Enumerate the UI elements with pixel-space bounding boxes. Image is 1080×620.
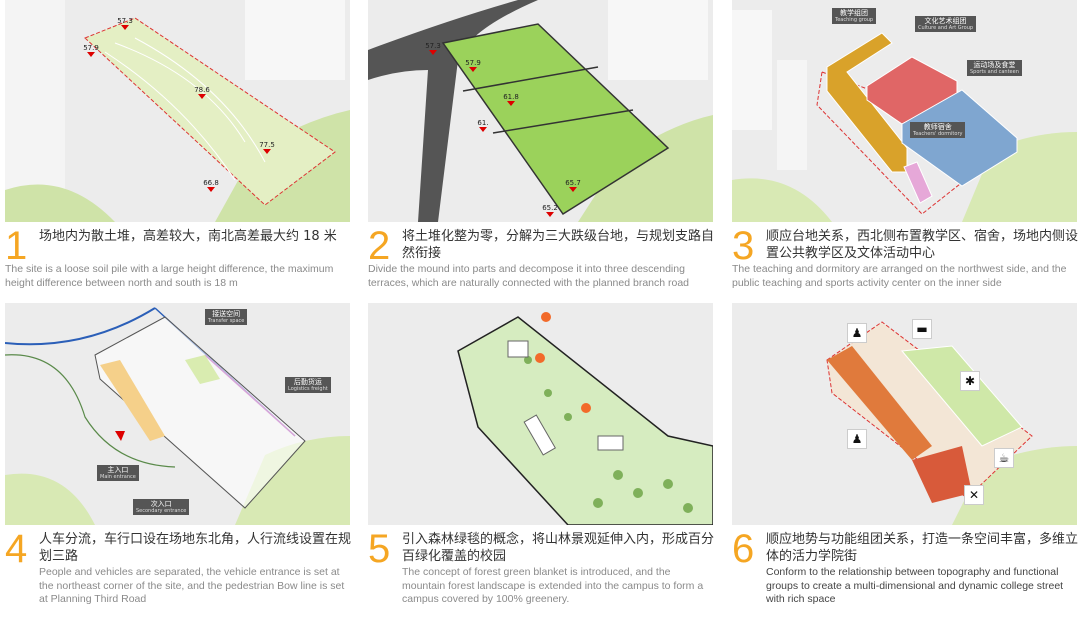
caption-en: The concept of forest green blanket is i… (402, 566, 704, 605)
elevation-marker: 57.9 (463, 59, 483, 72)
site-illustration (5, 0, 350, 222)
site-illustration (826, 321, 1077, 525)
caption-en: The teaching and dormitory are arranged … (732, 263, 1067, 289)
group-icon: ♟ (847, 429, 867, 449)
fitness-icon: ▬ (912, 319, 932, 339)
step-number: 5 (368, 527, 391, 571)
site-illustration (5, 307, 350, 525)
terrace-diagram: 57.3 57.9 61.8 61. 65.7 65.2 (368, 0, 713, 222)
step-number: 1 (5, 224, 28, 268)
site-illustration (732, 10, 1077, 222)
elevation-marker: 61.8 (501, 93, 521, 106)
college-street-diagram: ♟ ▬ ✱ ♟ ☕ ✕ (732, 303, 1077, 525)
site-illustration (368, 0, 713, 222)
coffee-icon: ☕ (994, 448, 1014, 468)
elevation-marker: 57.3 (423, 42, 443, 55)
forest-blanket-diagram (368, 303, 713, 525)
elevation-marker: 57.3 (115, 17, 135, 30)
elevation-marker: 61. (473, 119, 493, 132)
caption-zh: 顺应台地关系，西北侧布置教学区、宿舍，场地内侧设置公共教学区及文体活动中心 (766, 229, 1079, 261)
caption-en: The site is a loose soil pile with a lar… (5, 263, 334, 289)
site-topography-diagram: 57.3 57.9 78.6 77.5 66.8 (5, 0, 350, 222)
caption-en: People and vehicles are separated, the v… (39, 566, 345, 605)
site-illustration (457, 312, 713, 525)
caption-zh: 场地内为散土堆，高差较大，南北高差最大约 18 米 (39, 229, 337, 244)
elevation-marker: 66.8 (201, 179, 221, 192)
running-icon: ✱ (960, 371, 980, 391)
step-number: 3 (732, 224, 755, 268)
elevation-marker: 77.5 (257, 141, 277, 154)
caption-zh: 引入森林绿毯的概念，将山林景观延伸入内，形成百分百绿化覆盖的校园 (402, 532, 715, 564)
caption-zh: 顺应地势与功能组团关系，打造一条空间丰富，多维立体的活力学院街 (766, 532, 1079, 564)
caption-zh: 将土堆化整为零，分解为三大跌级台地，与规划支路自然衔接 (402, 229, 715, 261)
elevation-marker: 65.7 (563, 179, 583, 192)
elevation-marker: 57.9 (81, 44, 101, 57)
elevation-marker: 78.6 (192, 86, 212, 99)
group-icon: ♟ (847, 323, 867, 343)
caption-en: Divide the mound into parts and decompos… (368, 263, 690, 289)
dining-icon: ✕ (964, 485, 984, 505)
step-number: 6 (732, 527, 755, 571)
caption-zh: 人车分流，车行口设在场地东北角，人行流线设置在规划三路 (39, 532, 352, 564)
elevation-marker: 65.2 (540, 204, 560, 217)
step-number: 4 (5, 527, 28, 571)
caption-en: Conform to the relationship between topo… (766, 566, 1064, 605)
step-number: 2 (368, 224, 391, 268)
